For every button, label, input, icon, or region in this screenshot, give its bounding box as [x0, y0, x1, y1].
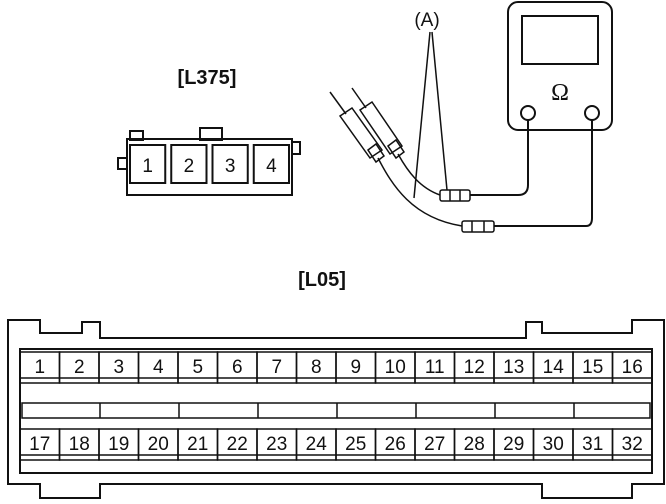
l375-label: [L375]: [178, 67, 237, 89]
probe-2-lead: [397, 153, 441, 196]
lead-connector-upper: [439, 189, 471, 202]
l05-pin-number: 2: [74, 357, 85, 378]
l05-pin-number: 30: [543, 434, 564, 455]
l375-pin-number: 1: [142, 156, 153, 177]
meter-terminal-left: [520, 105, 536, 121]
l05-pin-number: 31: [582, 434, 603, 455]
l05-pin-number: 25: [345, 434, 366, 455]
l05-pin-number: 11: [425, 357, 445, 378]
l05-cavity: [611, 351, 653, 384]
test-probes: (A): [329, 10, 593, 233]
l05-pin-number: 5: [192, 357, 203, 378]
l05-pin-number: 4: [153, 357, 164, 378]
l05-pin-number: 17: [29, 434, 50, 455]
l05-pin-number: 10: [385, 357, 406, 378]
lead-connector-lower: [461, 220, 495, 233]
l05-label: [L05]: [298, 269, 346, 291]
l05-key-strip: [21, 402, 651, 419]
l375-housing: [126, 138, 293, 196]
probe-2-collar: [386, 138, 406, 160]
l05-pin-number: 1: [34, 357, 45, 378]
l05-pin-number: 24: [306, 434, 328, 455]
l05-pin-number: 26: [385, 434, 406, 455]
l05-pin-number: 12: [464, 357, 485, 378]
l05-pin-number: 20: [148, 434, 169, 455]
l05-pin-number: 15: [582, 357, 603, 378]
probe-callout-label: (A): [414, 10, 439, 31]
l05-cavity: [611, 428, 653, 461]
probe-1-lead: [377, 157, 463, 227]
l05-pin-number: 23: [266, 434, 287, 455]
l05-pin-number: 29: [503, 434, 524, 455]
l05-pin-number: 27: [424, 434, 445, 455]
l05-pin-field: [19, 348, 653, 474]
meter-display: [521, 15, 599, 65]
lead-to-left-terminal: [470, 120, 529, 196]
l375-connector: 1 2 3 4: [117, 127, 301, 196]
lead-to-right-terminal: [494, 120, 593, 227]
probe-2-tip: [351, 87, 367, 109]
l05-pin-number: 14: [543, 357, 565, 378]
l05-pin-number: 6: [232, 357, 243, 378]
l05-housing: [7, 319, 665, 499]
probe-2-body: [358, 100, 404, 156]
l05-pin-number: 28: [464, 434, 485, 455]
l375-pin-number: 2: [184, 156, 195, 177]
callout-line-left: [413, 31, 431, 199]
l05-pin-number: 21: [187, 434, 208, 455]
callout-line-right: [431, 31, 448, 191]
l05-pin-number: 18: [69, 434, 90, 455]
probe-1-body: [338, 106, 384, 160]
l05-pin-number: 9: [350, 357, 361, 378]
l375-pin-number: 4: [266, 156, 277, 177]
meter-body: [507, 1, 613, 131]
l05-pin-number: 32: [622, 434, 643, 455]
l05-pin-number: 19: [108, 434, 129, 455]
l05-pin-number: 13: [503, 357, 524, 378]
l05-pin-number: 22: [227, 434, 248, 455]
probe-1-collar: [366, 142, 386, 164]
ohm-symbol: Ω: [551, 80, 569, 106]
l375-side-key: [117, 157, 128, 170]
l05-pin-number: 7: [271, 357, 282, 378]
multimeter: Ω: [507, 1, 613, 131]
meter-terminal-right: [584, 105, 600, 121]
probe-1-tip: [329, 91, 347, 115]
l375-pin-number: 3: [225, 156, 236, 177]
l05-pin-number: 8: [311, 357, 322, 378]
l05-pin-number: 3: [113, 357, 124, 378]
l05-pin-number: 16: [622, 357, 643, 378]
l375-right-key: [291, 141, 301, 155]
